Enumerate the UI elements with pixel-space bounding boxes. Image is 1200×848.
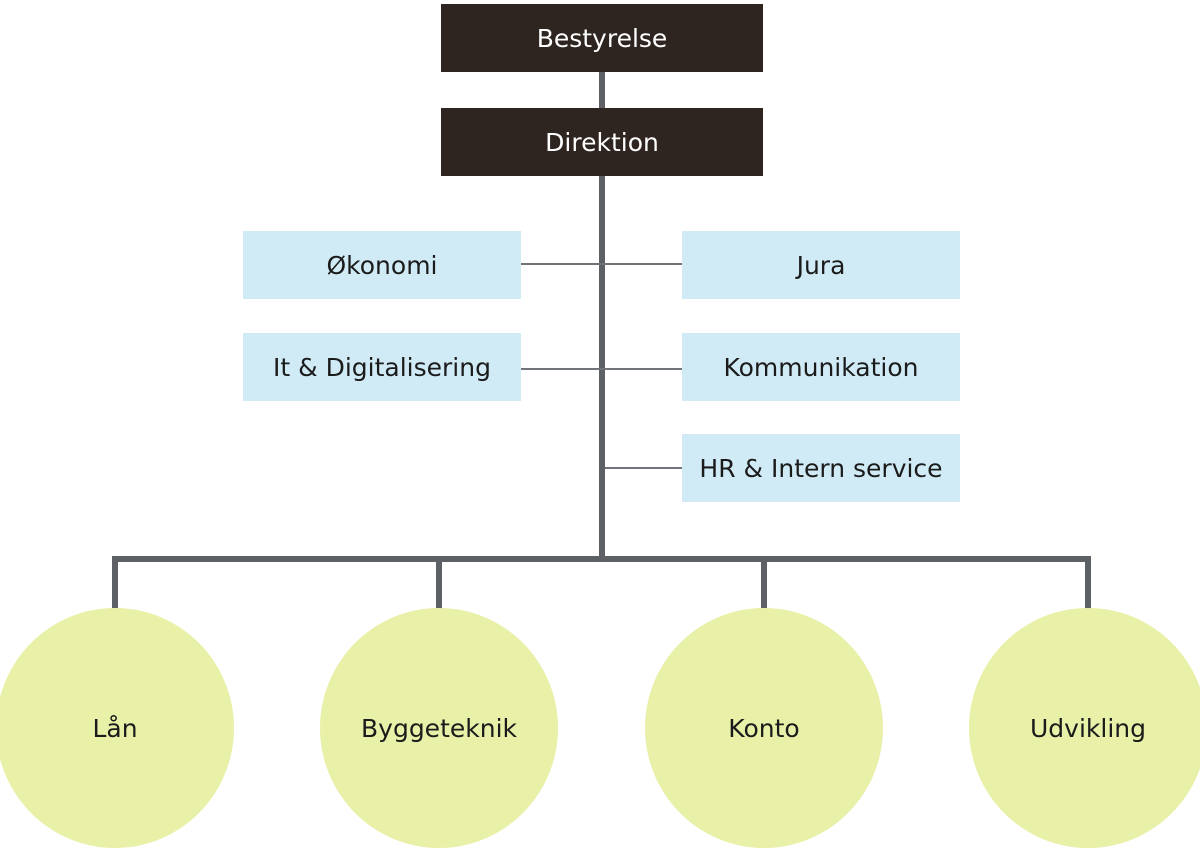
division-bus-connector: [112, 556, 1091, 562]
node-direktion: Direktion: [441, 108, 763, 176]
node-bestyrelse: Bestyrelse: [441, 4, 763, 72]
staff-connector-row-3: [605, 467, 682, 469]
connector-bestyrelse-direktion: [599, 72, 605, 108]
node-hr-intern-service: HR & Intern service: [682, 434, 960, 502]
node-label: Konto: [728, 713, 800, 743]
node-kommunikation: Kommunikation: [682, 333, 960, 401]
staff-connector-row-2: [521, 368, 682, 370]
node-label: Jura: [796, 250, 846, 280]
node-jura: Jura: [682, 231, 960, 299]
node-label: Kommunikation: [723, 352, 919, 382]
node-konto: Konto: [645, 608, 883, 848]
node-label: Bestyrelse: [536, 23, 668, 53]
node-label: Økonomi: [326, 250, 438, 280]
division-drop-connector-2: [436, 556, 442, 610]
staff-connector-row-1: [521, 263, 682, 265]
node-label: Byggeteknik: [361, 713, 517, 743]
node-okonomi: Økonomi: [243, 231, 521, 299]
division-drop-connector-3: [761, 556, 767, 610]
node-it-digitalisering: It & Digitalisering: [243, 333, 521, 401]
node-label: Udvikling: [1030, 713, 1146, 743]
node-udvikling: Udvikling: [969, 608, 1200, 848]
node-label: It & Digitalisering: [273, 352, 491, 382]
node-label: Lån: [92, 713, 138, 743]
node-label: Direktion: [545, 127, 659, 157]
node-lan: Lån: [0, 608, 234, 848]
node-label: HR & Intern service: [699, 453, 943, 483]
node-byggeteknik: Byggeteknik: [320, 608, 558, 848]
division-drop-connector-1: [112, 556, 118, 610]
division-drop-connector-4: [1085, 556, 1091, 610]
